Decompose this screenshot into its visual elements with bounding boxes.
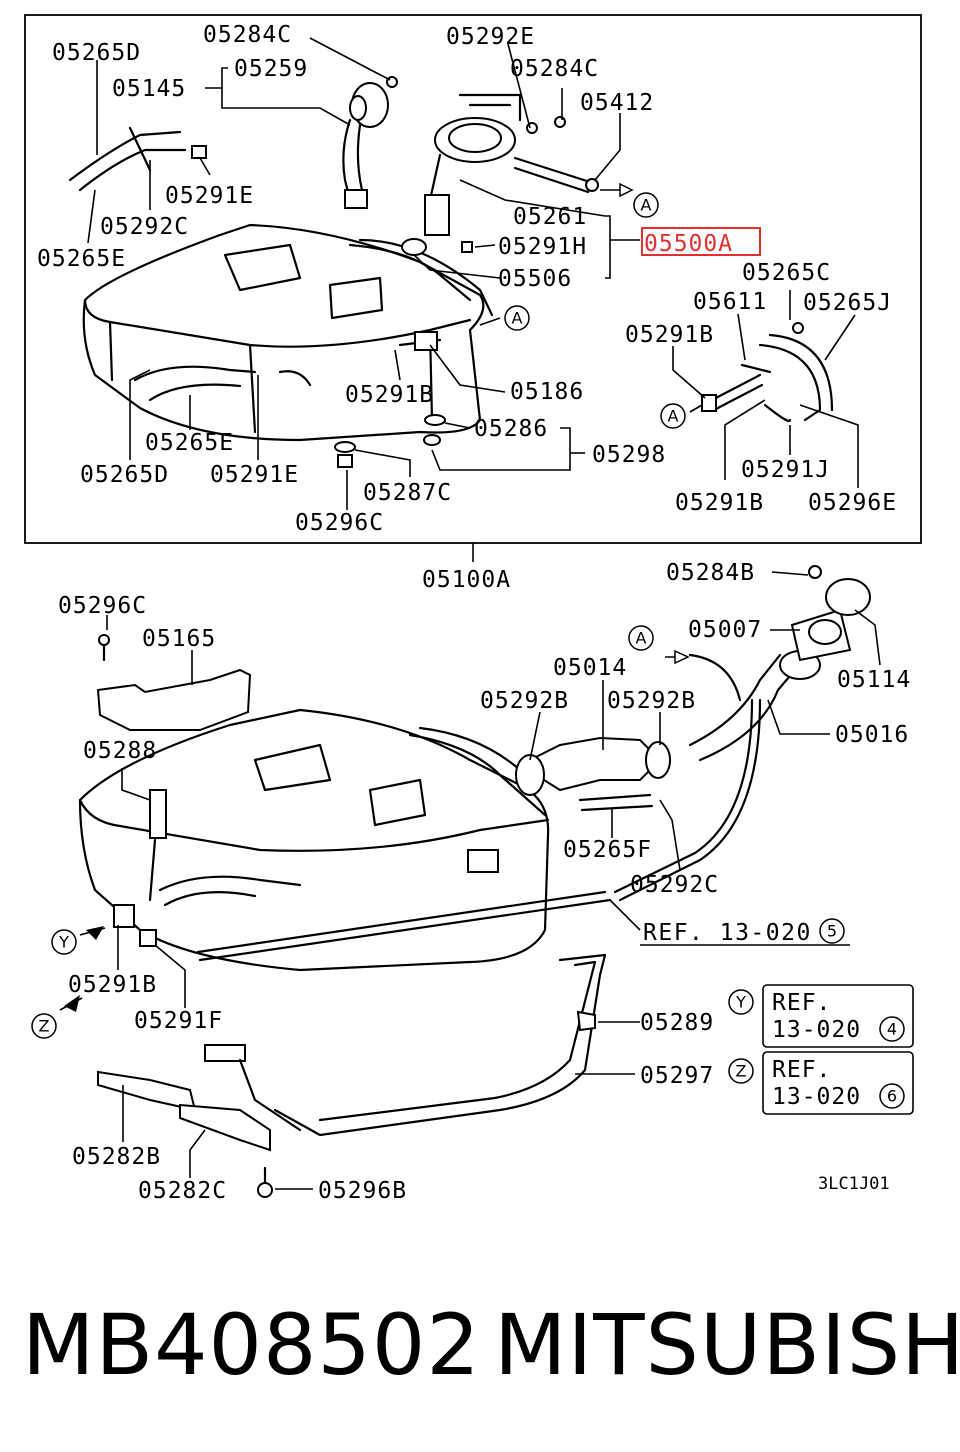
label-05296E: 05296E: [808, 490, 897, 516]
label-05165: 05165: [142, 626, 216, 652]
fuel-tank-top: [82, 223, 494, 442]
callout-a: A: [668, 407, 679, 426]
label-05500A-highlighted: 05500A: [644, 231, 733, 257]
label-05291B: 05291B: [345, 382, 434, 408]
label-05296C: 05296C: [295, 510, 384, 536]
label-05412: 05412: [580, 90, 654, 116]
label-05265D: 05265D: [52, 40, 141, 66]
highlight-box: [641, 227, 761, 256]
label-05291E: 05291E: [210, 462, 299, 488]
label-05114: 05114: [837, 667, 911, 693]
label-05287C: 05287C: [363, 480, 452, 506]
label-05265D: 05265D: [80, 462, 169, 488]
hose-05265: [68, 126, 207, 192]
label-05259: 05259: [234, 56, 308, 82]
label-05296B: 05296B: [318, 1178, 407, 1204]
label-05291J: 05291J: [741, 457, 830, 483]
part-number: MB408502: [22, 1296, 481, 1394]
label-05291B: 05291B: [68, 972, 157, 998]
ref-box-6: REF. 13-020 6: [762, 1051, 914, 1115]
label-05016: 05016: [835, 722, 909, 748]
label-05286: 05286: [474, 416, 548, 442]
label-05284C: 05284C: [203, 22, 292, 48]
label-05291F: 05291F: [134, 1008, 223, 1034]
part-labels: 05265D 05284C 05292E 05145 05259 05284C …: [37, 22, 911, 1204]
label-05265C: 05265C: [742, 260, 831, 286]
callouts: A A A A 5 Y Z Y Z: [31, 192, 845, 1084]
label-05292C: 05292C: [100, 214, 189, 240]
ref-box-6-line2: 13-020: [772, 1084, 861, 1110]
label-05261: 05261: [513, 204, 587, 230]
label-05291E: 05291E: [165, 183, 254, 209]
label-05291H: 05291H: [498, 234, 587, 260]
label-05265E: 05265E: [145, 430, 234, 456]
label-05292C: 05292C: [630, 872, 719, 898]
ref-box-6-line1: REF.: [772, 1057, 831, 1083]
hose-set-right: [701, 322, 834, 423]
footer: MB408502 MITSUBISHI: [0, 1290, 960, 1400]
sender-unit-05259: [342, 76, 398, 209]
label-05291B: 05291B: [625, 322, 714, 348]
ref-box-4-line1: REF.: [772, 990, 831, 1016]
label-05296C: 05296C: [58, 593, 147, 619]
label-05291B: 05291B: [675, 490, 764, 516]
leader-lines: [59, 37, 881, 1190]
filler-neck-assembly: [515, 565, 871, 902]
label-05611: 05611: [693, 289, 767, 315]
callout-a: A: [641, 196, 652, 215]
label-05284C: 05284C: [510, 56, 599, 82]
callout-5: 5: [827, 922, 837, 941]
label-05265E: 05265E: [37, 246, 126, 272]
ref-box-4: REF. 13-020 4: [762, 984, 914, 1048]
fuel-tank-bottom: [78, 708, 612, 972]
label-05297: 05297: [640, 1063, 714, 1089]
label-05288: 05288: [83, 738, 157, 764]
label-05007: 05007: [688, 617, 762, 643]
callout-z: Z: [39, 1017, 50, 1036]
label-05292B: 05292B: [607, 688, 696, 714]
drawing-code: 3LC1J01: [818, 1174, 890, 1194]
label-05292E: 05292E: [446, 24, 535, 50]
label-05292B: 05292B: [480, 688, 569, 714]
arrow-heads: [64, 182, 690, 1012]
label-05100A: 05100A: [422, 567, 511, 593]
callout-a: A: [636, 629, 647, 648]
label-05186: 05186: [510, 379, 584, 405]
callout-a: A: [512, 309, 523, 328]
brand-name: MITSUBISHI: [494, 1296, 960, 1394]
label-05282B: 05282B: [72, 1144, 161, 1170]
callout-6: 6: [887, 1087, 897, 1106]
label-05506: 05506: [498, 266, 572, 292]
callout-y: Y: [58, 933, 69, 952]
label-05284B: 05284B: [666, 560, 755, 586]
label-ref-13-020-5: REF. 13-020: [643, 920, 812, 946]
protector-05165: [96, 634, 252, 731]
callout-4: 4: [887, 1020, 897, 1039]
label-05145: 05145: [112, 76, 186, 102]
callout-y: Y: [735, 993, 746, 1012]
fasteners-top: [334, 414, 446, 468]
fuel-pump-assembly: [401, 93, 599, 256]
label-05289: 05289: [640, 1010, 714, 1036]
label-05014: 05014: [553, 655, 627, 681]
label-05265F: 05265F: [563, 837, 652, 863]
ref-box-4-line2: 13-020: [772, 1017, 861, 1043]
tank-strap-05297: [97, 953, 607, 1198]
label-05298: 05298: [592, 442, 666, 468]
label-05282C: 05282C: [138, 1178, 227, 1204]
label-05265J: 05265J: [803, 290, 892, 316]
callout-z: Z: [736, 1062, 747, 1081]
